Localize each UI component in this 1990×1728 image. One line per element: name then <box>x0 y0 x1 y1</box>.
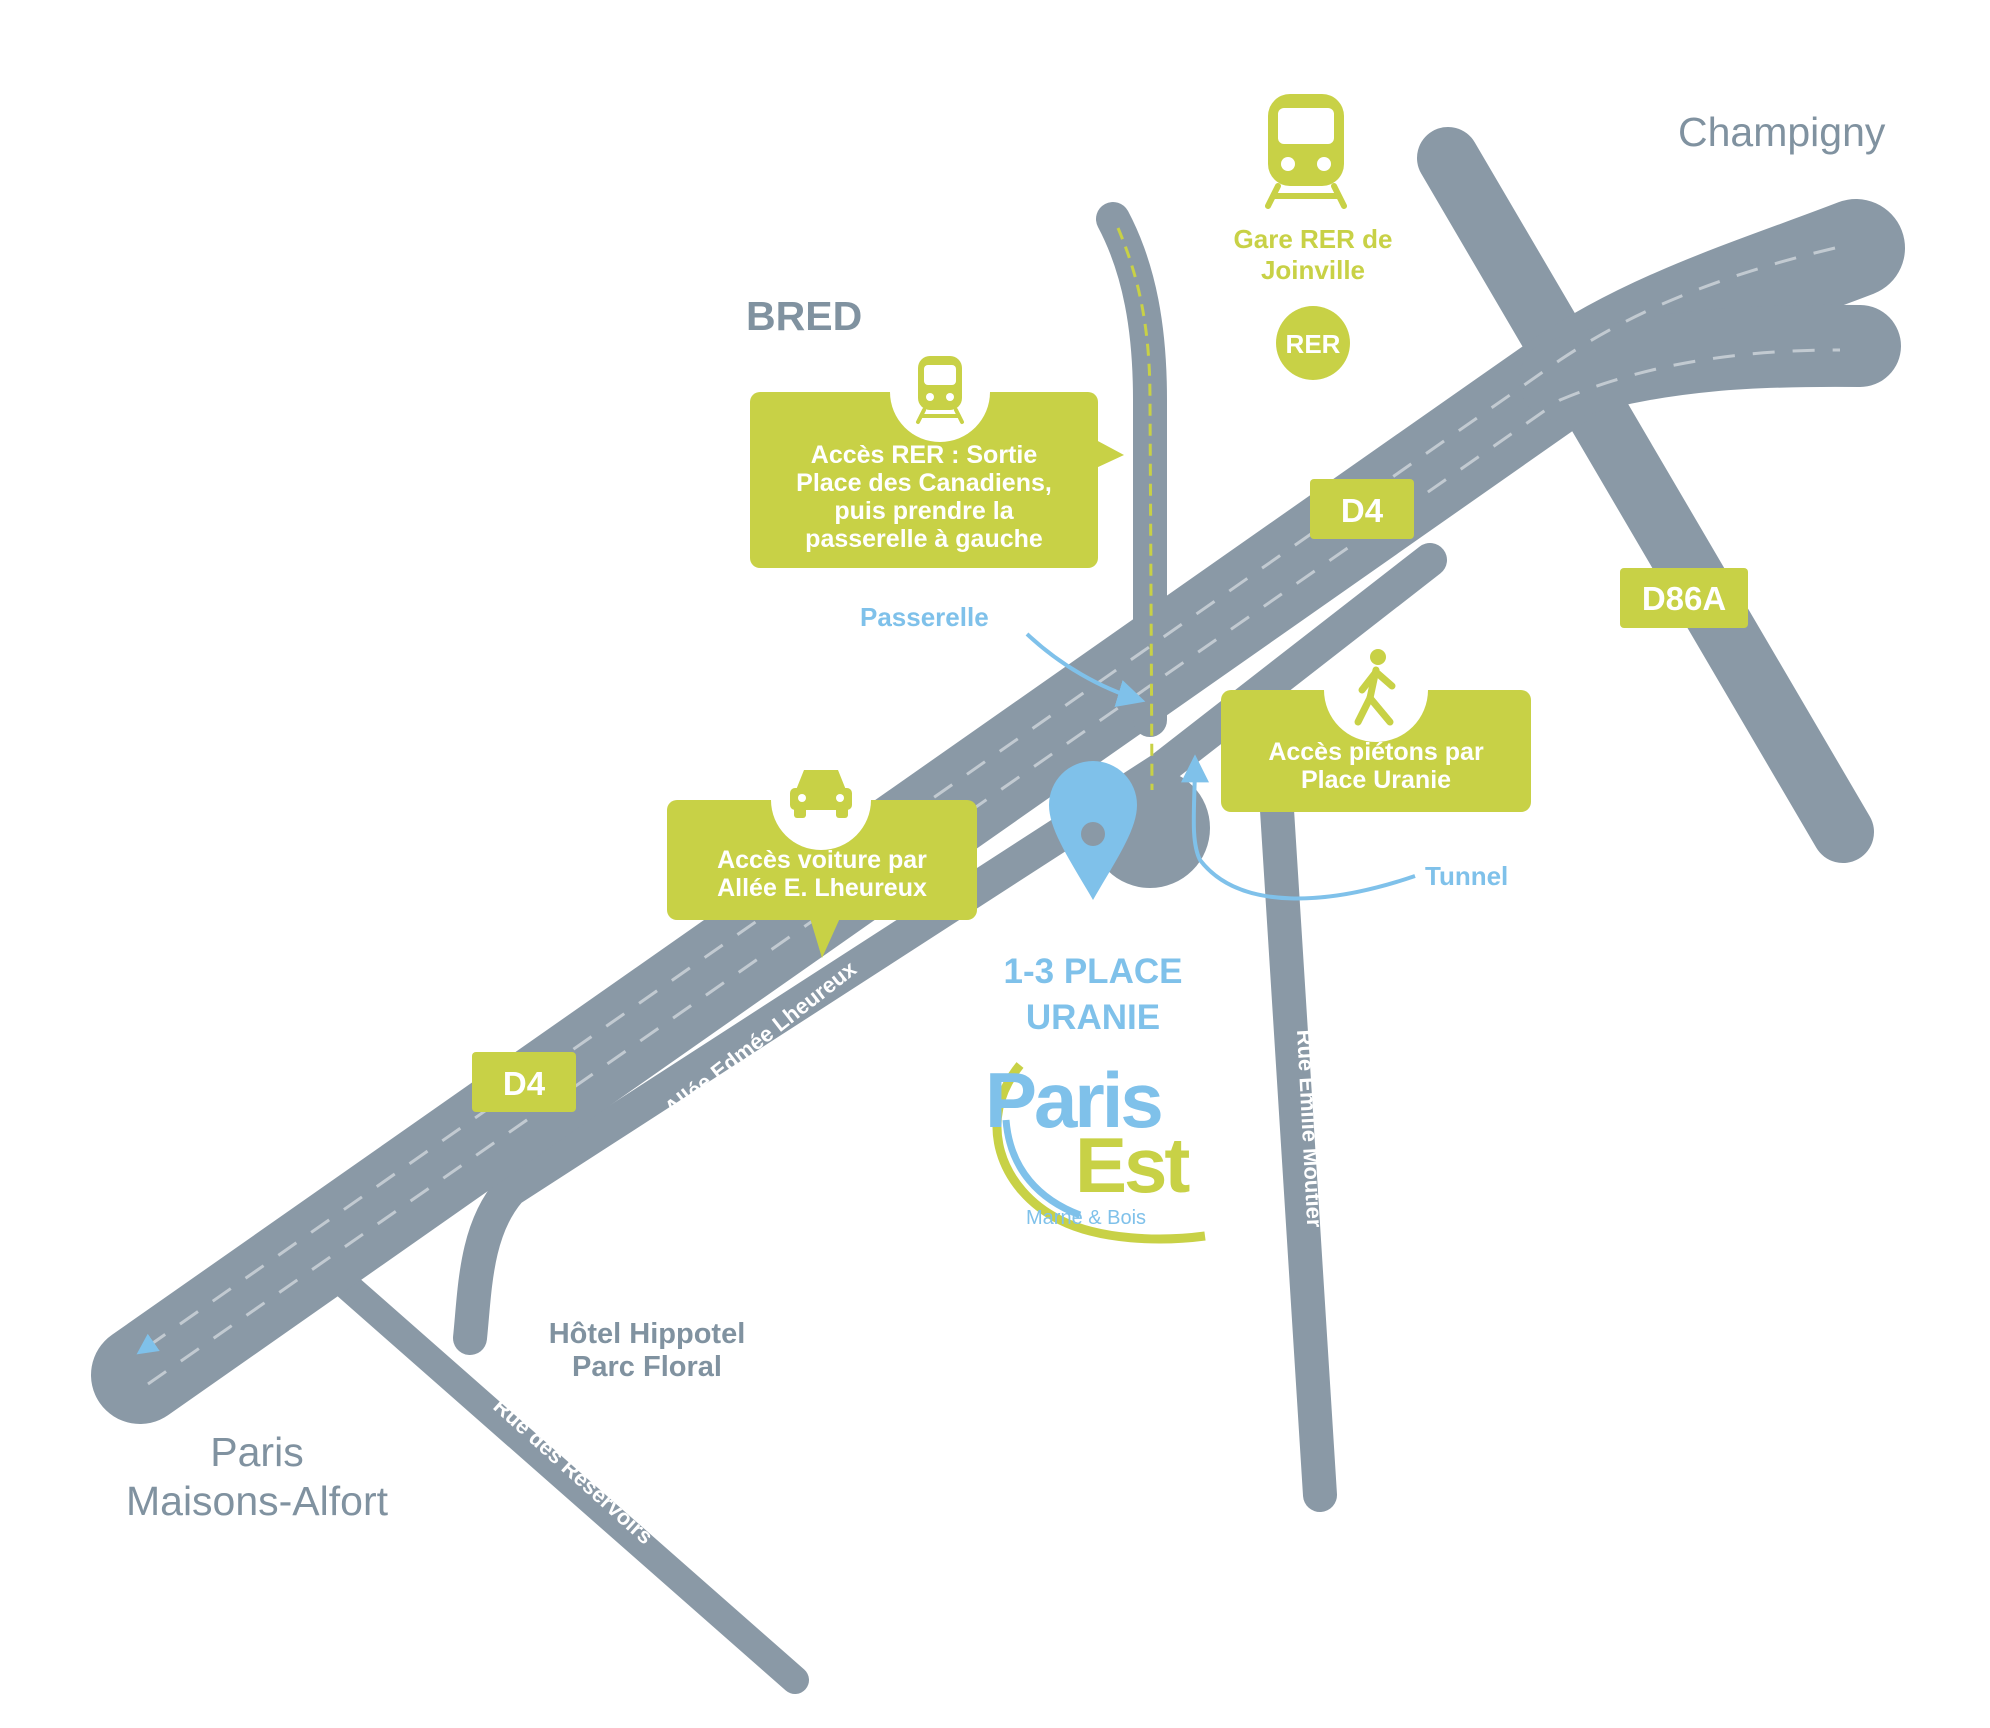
tunnel-arrow <box>1180 754 1416 901</box>
annotation-passerelle: Passerelle <box>860 602 989 632</box>
logo-word-est: Est <box>1075 1121 1190 1209</box>
badge-d4-upper: D4 <box>1310 479 1414 539</box>
street-label-reservoirs: Rue des Réservoirs <box>489 1393 658 1549</box>
callout-pedestrian-line1: Accès piétons par <box>1268 738 1484 766</box>
badge-d4-upper-label: D4 <box>1341 492 1384 529</box>
station-label-line2: Joinville <box>1261 255 1365 285</box>
logo-tagline: Marne & Bois <box>1026 1207 1146 1229</box>
road-allee-edmee-lheureux <box>453 543 1447 1355</box>
logo-word-paris: Paris <box>985 1056 1161 1144</box>
callout-pedestrian: Accès piétons par Place Uranie <box>1221 638 1531 812</box>
rer-callout-train-icon <box>916 356 964 424</box>
badge-d86a: D86A <box>1620 568 1748 628</box>
callout-rer-line2: Place des Canadiens, <box>796 469 1052 497</box>
road-d86a <box>1417 127 1874 863</box>
pedestrian-icon <box>1354 649 1396 726</box>
road-rue-emilie-moutier <box>1260 793 1337 1512</box>
annotation-tunnel: Tunnel <box>1425 861 1508 891</box>
hotel-line2: Parc Floral <box>572 1351 722 1383</box>
place-champigny: Champigny <box>1678 109 1886 155</box>
rer-badge <box>1276 306 1350 380</box>
station-icon <box>1265 94 1347 209</box>
location-pin-icon <box>1049 761 1137 900</box>
place-bred: BRED <box>746 293 862 339</box>
destination-line1: 1-3 PLACE <box>1004 952 1183 991</box>
lane-dash-d4-lower <box>136 246 1836 1355</box>
road-d4-branch <box>1519 304 1901 421</box>
place-paris: Paris <box>210 1429 303 1475</box>
rer-badge-label: RER <box>1286 329 1341 359</box>
lane-dash-d4-upper <box>147 348 1841 1386</box>
badge-d4-lower: D4 <box>472 1052 576 1112</box>
callout-car: Accès voiture par Allée E. Lheureux <box>667 750 977 958</box>
callout-rer-line3: puis prendre la <box>834 497 1014 525</box>
callout-car-line1: Accès voiture par <box>717 846 927 874</box>
car-icon <box>790 770 852 818</box>
callout-rer: Accès RER : Sortie Place des Canadiens, … <box>750 342 1124 568</box>
destination-line2: URANIE <box>1026 998 1160 1037</box>
place-maisons-alfort: Maisons-Alfort <box>126 1478 389 1524</box>
badge-d86a-label: D86A <box>1642 580 1726 617</box>
callout-car-line2: Allée E. Lheureux <box>717 874 927 902</box>
callout-rer-line1: Accès RER : Sortie <box>811 441 1038 469</box>
badge-d4-lower-label: D4 <box>503 1065 546 1102</box>
road-rue-des-reservoirs <box>324 1264 809 1694</box>
passerelle-arrow <box>1025 632 1146 707</box>
roads <box>91 127 1905 1694</box>
paris-est-logo: Paris Est Marne & Bois <box>985 1056 1206 1244</box>
hotel-line1: Hôtel Hippotel <box>549 1318 746 1350</box>
passerelle-path <box>1116 227 1154 791</box>
station-label-line1: Gare RER de <box>1234 224 1393 254</box>
callout-rer-line4: passerelle à gauche <box>805 525 1043 553</box>
callout-pedestrian-line2: Place Uranie <box>1301 766 1451 794</box>
